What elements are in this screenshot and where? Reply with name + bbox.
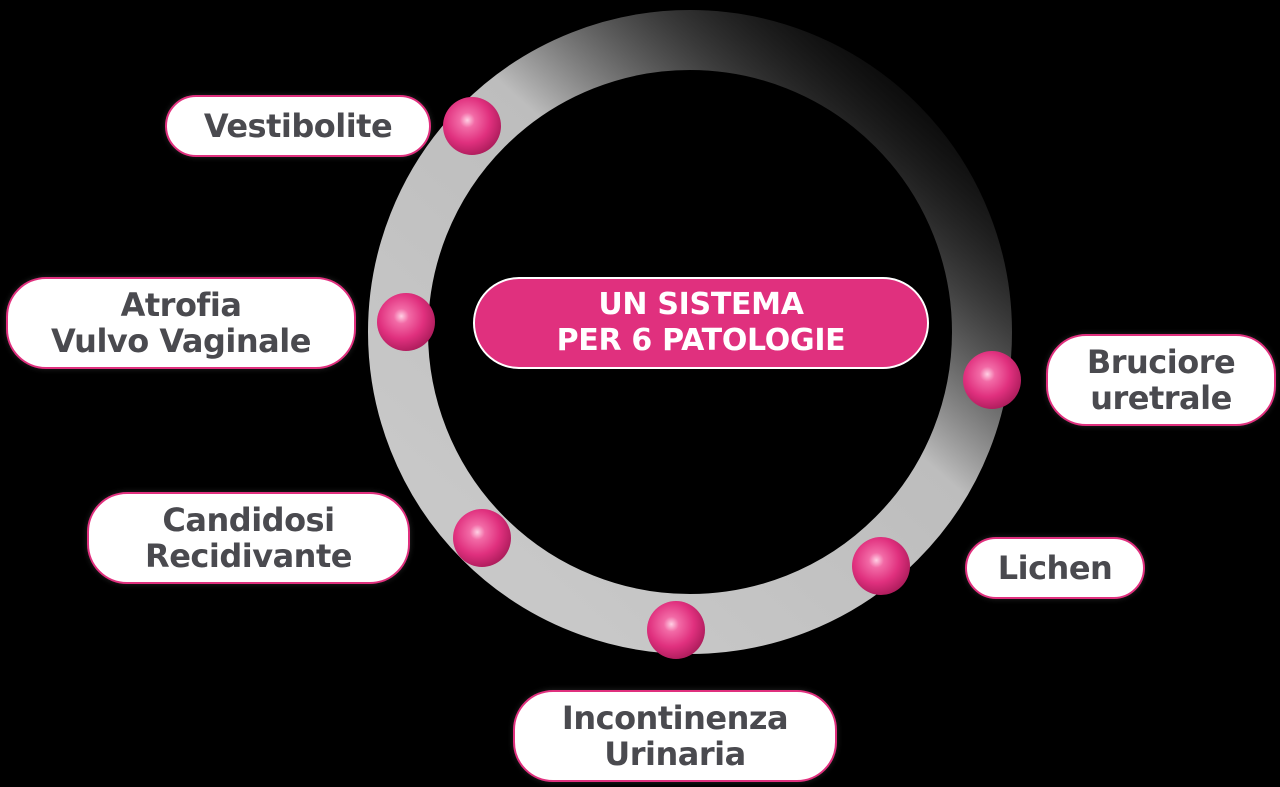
label-incontinenza-line1: Incontinenza (561, 699, 789, 737)
label-lichen-line1: Lichen (997, 549, 1113, 587)
node-dot-atrofia (377, 293, 435, 351)
label-vestibolite: Vestibolite (165, 95, 431, 157)
center-title-line2: PER 6 PATOLOGIE (556, 323, 846, 358)
label-incontinenza-line2: Urinaria (604, 735, 746, 773)
label-bruciore-line1: Bruciore (1086, 343, 1236, 381)
node-dot-vestibolite (443, 97, 501, 155)
node-dot-candidosi (453, 509, 511, 567)
center-title: UN SISTEMA PER 6 PATOLOGIE (473, 277, 929, 369)
label-vestibolite-line1: Vestibolite (203, 107, 393, 145)
node-dot-lichen (852, 537, 910, 595)
label-atrofia-line2: Vulvo Vaginale (51, 322, 311, 360)
label-bruciore-line2: uretrale (1090, 379, 1232, 417)
label-atrofia-line1: Atrofia (120, 286, 242, 324)
node-dot-bruciore (963, 351, 1021, 409)
label-candidosi-line2: Recidivante (145, 537, 352, 575)
label-bruciore: Bruciore uretrale (1046, 334, 1276, 426)
label-incontinenza: Incontinenza Urinaria (513, 690, 837, 782)
label-lichen: Lichen (965, 537, 1145, 599)
center-title-line1: UN SISTEMA (598, 287, 804, 322)
label-candidosi-line1: Candidosi (162, 501, 335, 539)
label-candidosi: Candidosi Recidivante (87, 492, 410, 584)
label-atrofia: Atrofia Vulvo Vaginale (6, 277, 356, 369)
node-dot-incontinenza (647, 601, 705, 659)
